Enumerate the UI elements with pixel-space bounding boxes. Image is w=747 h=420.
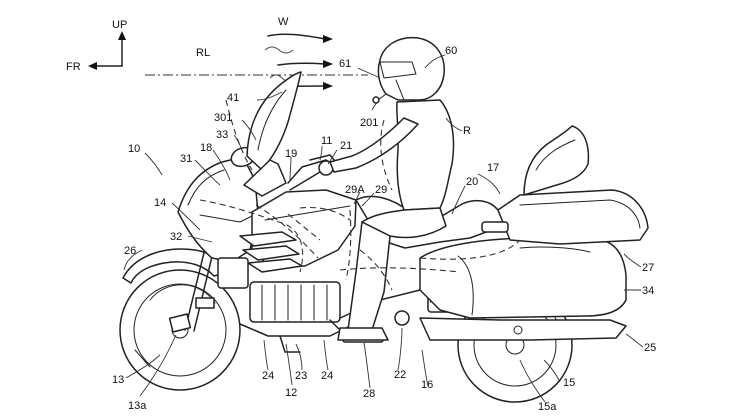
top-box bbox=[497, 189, 649, 245]
label-18: 18 bbox=[200, 142, 212, 154]
label-23: 23 bbox=[295, 370, 307, 382]
label-14: 14 bbox=[154, 197, 166, 209]
handlebar bbox=[287, 154, 337, 191]
engine bbox=[217, 257, 351, 353]
label-26: 26 bbox=[124, 245, 136, 257]
label-25: 25 bbox=[644, 342, 656, 354]
rider bbox=[329, 36, 455, 341]
label-31: 31 bbox=[180, 153, 192, 165]
label-15a: 15a bbox=[538, 401, 557, 413]
direction-indicator bbox=[88, 31, 126, 70]
label-17: 17 bbox=[487, 162, 499, 174]
label-13a: 13a bbox=[128, 400, 147, 412]
saddlebag bbox=[419, 237, 627, 319]
pivot bbox=[394, 310, 410, 326]
helmet bbox=[377, 36, 445, 101]
side-vents bbox=[239, 231, 303, 273]
rider-outline bbox=[380, 119, 393, 191]
mic bbox=[372, 96, 380, 104]
label-15: 15 bbox=[563, 377, 575, 389]
label-24a: 24 bbox=[262, 370, 274, 382]
label-11: 11 bbox=[321, 135, 332, 147]
wind-arrows bbox=[264, 33, 333, 90]
label-29A: 29A bbox=[345, 184, 365, 196]
label-301: 301 bbox=[214, 112, 232, 124]
front-label: FR bbox=[66, 61, 81, 73]
label-29: 29 bbox=[375, 184, 387, 196]
label-16: 16 bbox=[421, 379, 433, 391]
label-32: 32 bbox=[170, 231, 182, 243]
label-12: 12 bbox=[285, 387, 297, 399]
shin bbox=[347, 221, 391, 331]
dashed-airflow bbox=[199, 99, 521, 291]
label-41: 41 bbox=[227, 92, 239, 104]
label-34: 34 bbox=[642, 285, 654, 297]
leader-lines bbox=[123, 54, 644, 403]
backrest bbox=[523, 125, 590, 196]
wind-label: W bbox=[278, 16, 289, 28]
label-R: R bbox=[463, 125, 471, 137]
boot bbox=[337, 327, 389, 341]
front-fairing bbox=[177, 156, 259, 263]
grab-rail bbox=[481, 221, 509, 233]
arm bbox=[329, 117, 419, 173]
label-27: 27 bbox=[642, 262, 654, 274]
label-28: 28 bbox=[363, 388, 375, 400]
dashboard bbox=[243, 159, 287, 197]
label-19: 19 bbox=[285, 148, 297, 160]
torso bbox=[396, 99, 455, 211]
windshield bbox=[246, 71, 302, 171]
label-21: 21 bbox=[340, 140, 352, 152]
label-20: 20 bbox=[466, 176, 478, 188]
label-13: 13 bbox=[112, 374, 124, 386]
exhaust bbox=[419, 317, 627, 341]
up-label: UP bbox=[112, 19, 127, 31]
label-22: 22 bbox=[394, 369, 406, 381]
label-10: 10 bbox=[128, 143, 140, 155]
reference-line-label: RL bbox=[196, 47, 210, 59]
label-33: 33 bbox=[216, 129, 228, 141]
label-24b: 24 bbox=[321, 370, 333, 382]
label-60: 60 bbox=[445, 45, 457, 57]
label-201: 201 bbox=[360, 117, 378, 129]
label-61: 61 bbox=[339, 58, 351, 70]
